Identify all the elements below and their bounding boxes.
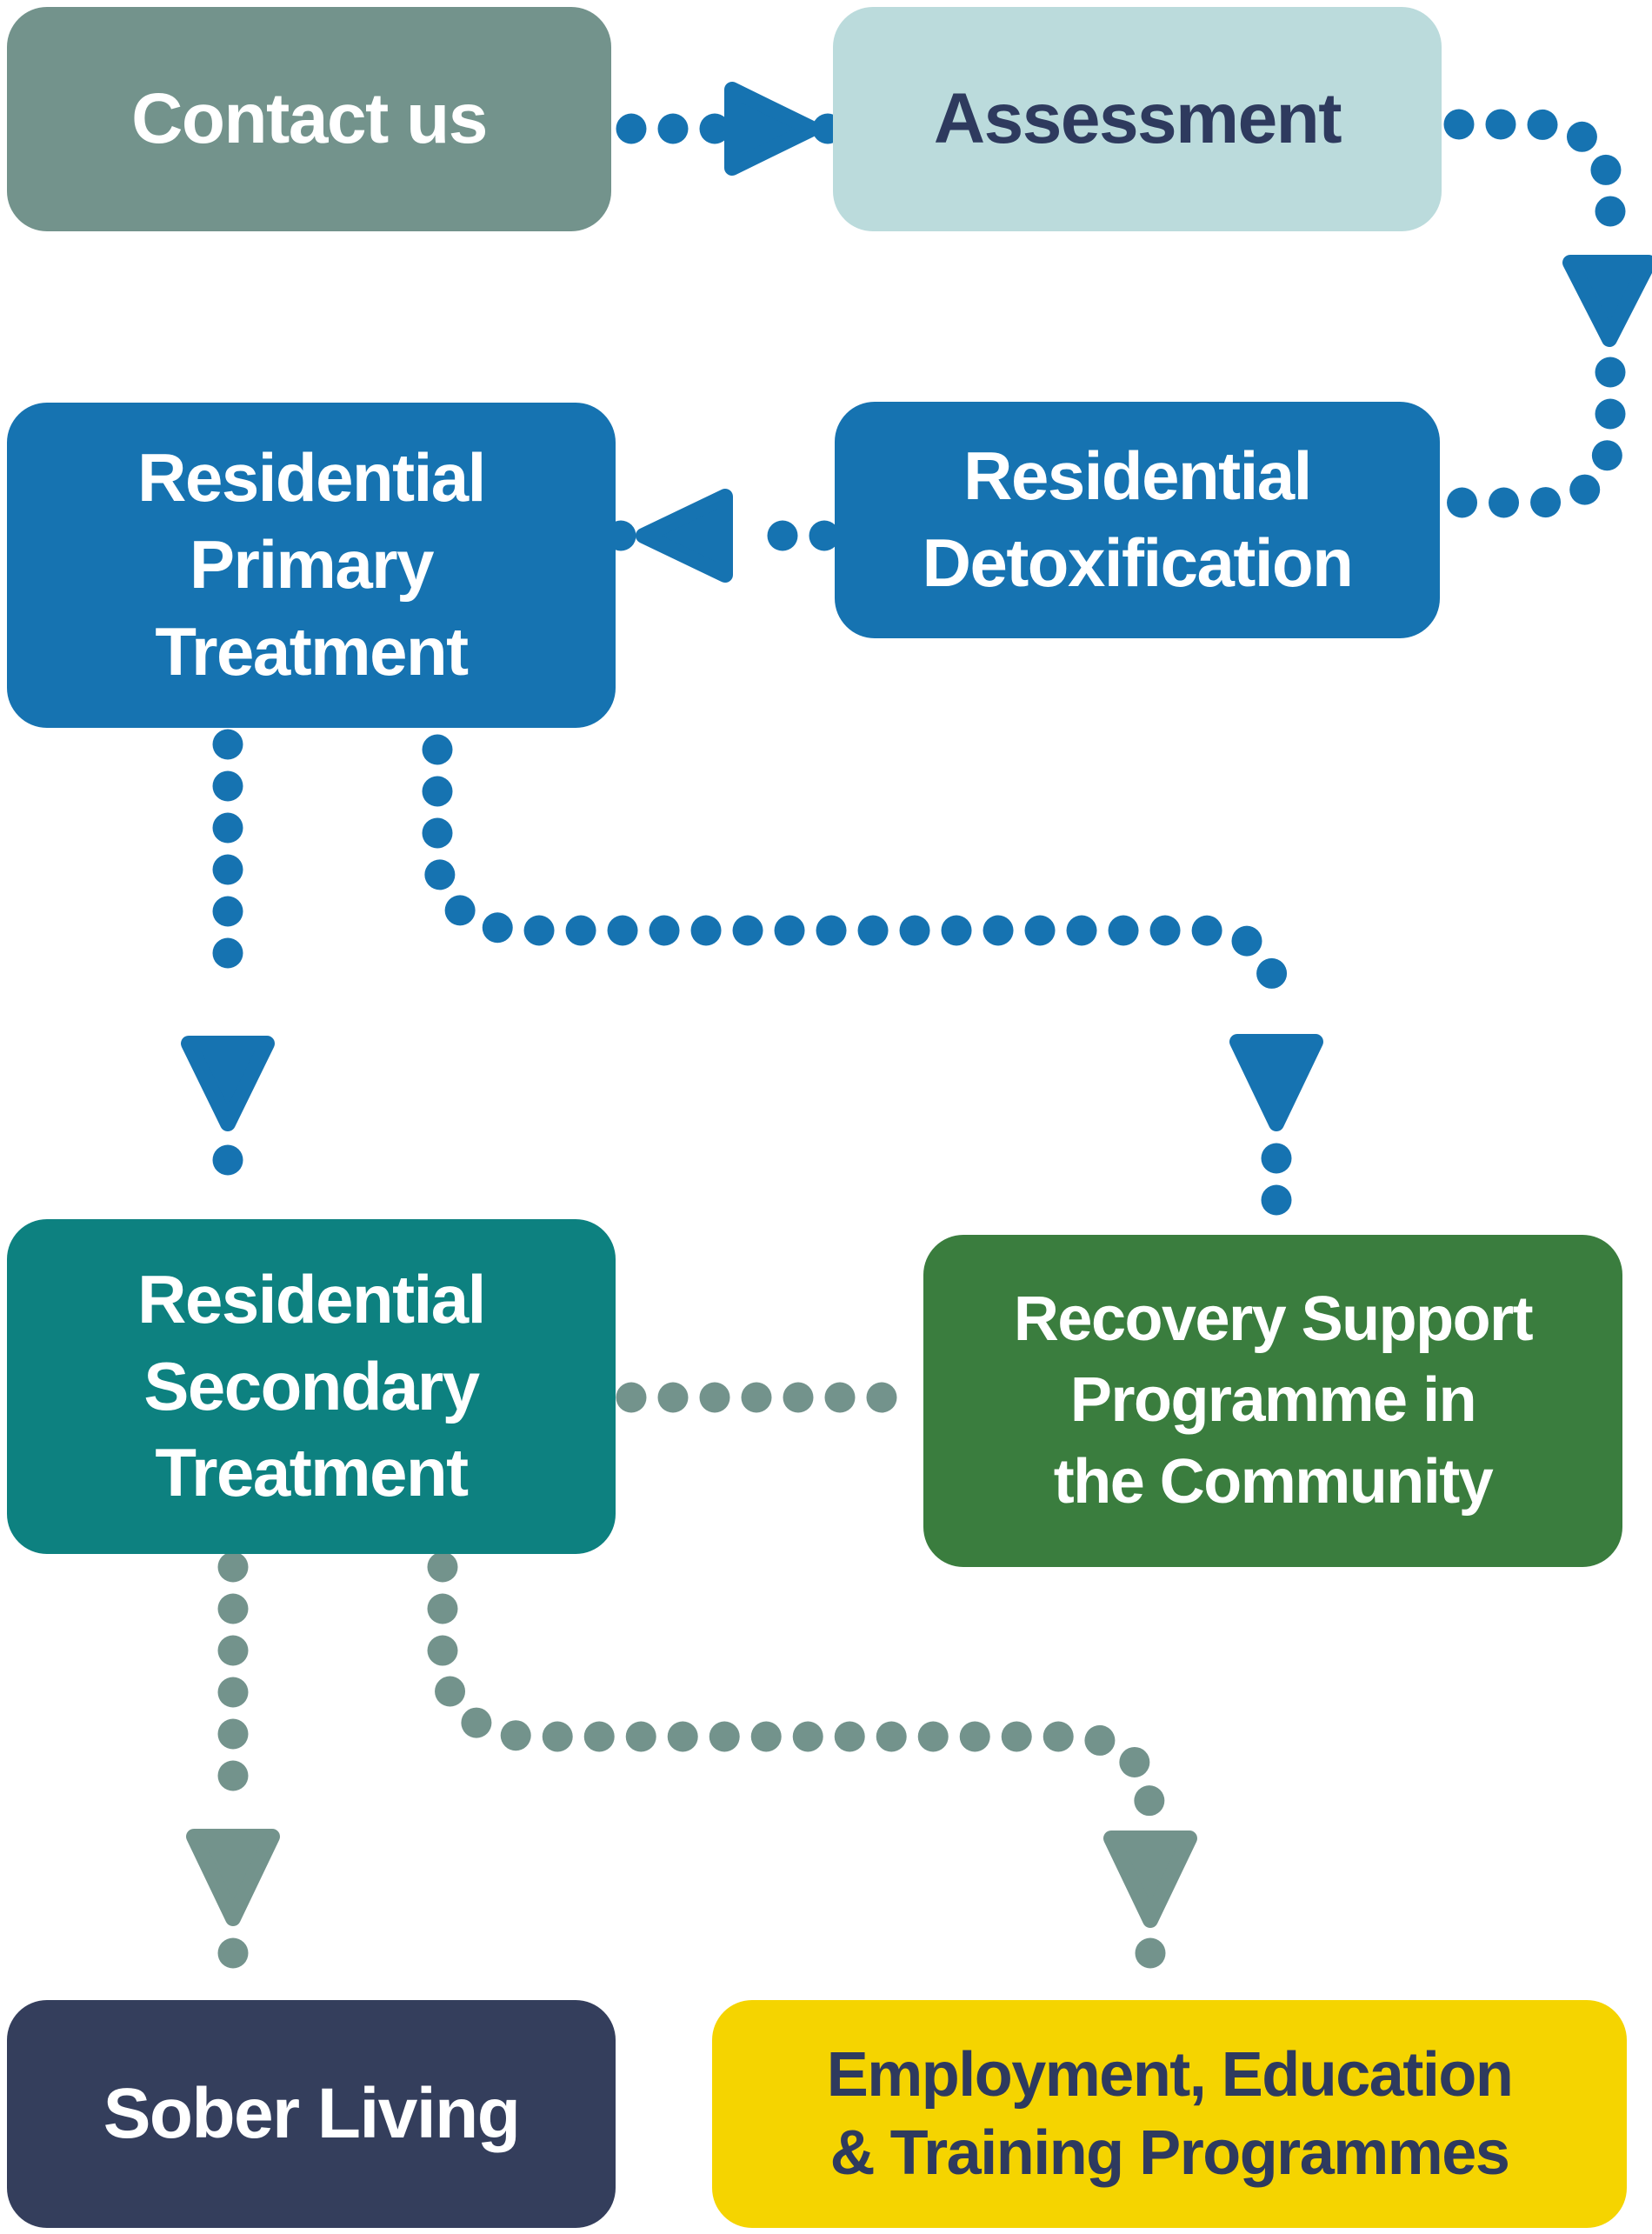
- edge-detox-to-primary: [605, 489, 840, 583]
- edge-assessment-to-detox: [1438, 109, 1652, 518]
- node-contact-us: Contact us: [7, 7, 611, 231]
- node-recovery-support-programme: Recovery Support Programme in the Commun…: [923, 1235, 1622, 1567]
- node-sober-living: Sober Living: [7, 2000, 616, 2228]
- edge-primary-to-recovery: [422, 734, 1323, 1228]
- edge-secondary-to-employment: [427, 1551, 1197, 2009]
- arrow-down-icon: [1103, 1831, 1197, 1928]
- arrow-down-icon: [181, 1036, 275, 1131]
- node-residential-secondary-treatment: Residential Secondary Treatment: [7, 1219, 616, 1554]
- node-employment-education-training: Employment, Education & Training Program…: [712, 2000, 1627, 2228]
- arrow-down-icon: [1562, 255, 1652, 347]
- edge-primary-to-secondary: [181, 729, 275, 1217]
- edge-secondary-to-sober: [186, 1551, 280, 2009]
- arrow-down-icon: [1229, 1034, 1323, 1131]
- arrow-right-icon: [724, 82, 820, 176]
- node-residential-detoxification: Residential Detoxification: [835, 402, 1440, 638]
- edge-contact-to-assessment: [616, 82, 843, 176]
- arrow-left-icon: [636, 489, 733, 583]
- node-residential-primary-treatment: Residential Primary Treatment: [7, 403, 616, 728]
- arrow-down-icon: [186, 1829, 280, 1926]
- node-assessment: Assessment: [833, 7, 1442, 231]
